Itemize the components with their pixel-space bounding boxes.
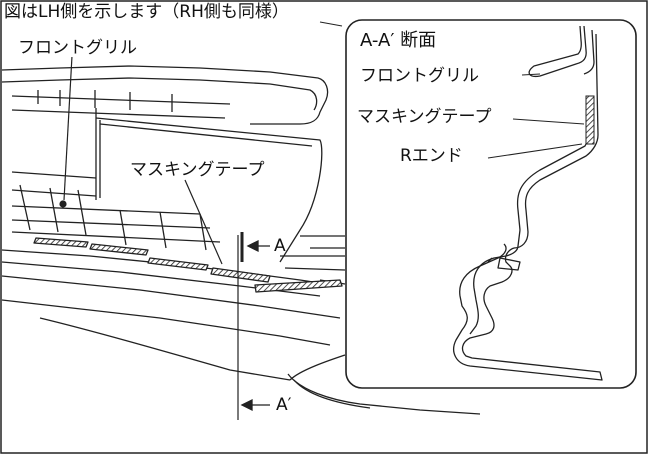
bumper-drawing <box>1 65 481 415</box>
section-label-a: A <box>274 236 286 256</box>
section-profile <box>453 25 603 381</box>
leader-lines <box>59 55 244 420</box>
section-arrow-a <box>246 239 270 253</box>
section-arrow-a-prime <box>240 398 270 412</box>
note-text: 図はLH側を示します（RH側も同様） <box>4 2 289 22</box>
section-masking-tape <box>585 95 595 145</box>
grille-label: フロントグリル <box>18 38 137 58</box>
inset-title: A-A′ 断面 <box>360 30 437 51</box>
note-leader <box>319 21 343 27</box>
inset-leader-lines <box>487 73 585 159</box>
section-label-a-prime: A′ <box>276 395 292 415</box>
masking-tape-label: マスキングテープ <box>130 160 265 180</box>
inset-grille-label: フロントグリル <box>360 66 479 86</box>
inset-r-end-label: Rエンド <box>400 146 463 166</box>
inset-masking-tape-label: マスキングテープ <box>357 107 492 127</box>
